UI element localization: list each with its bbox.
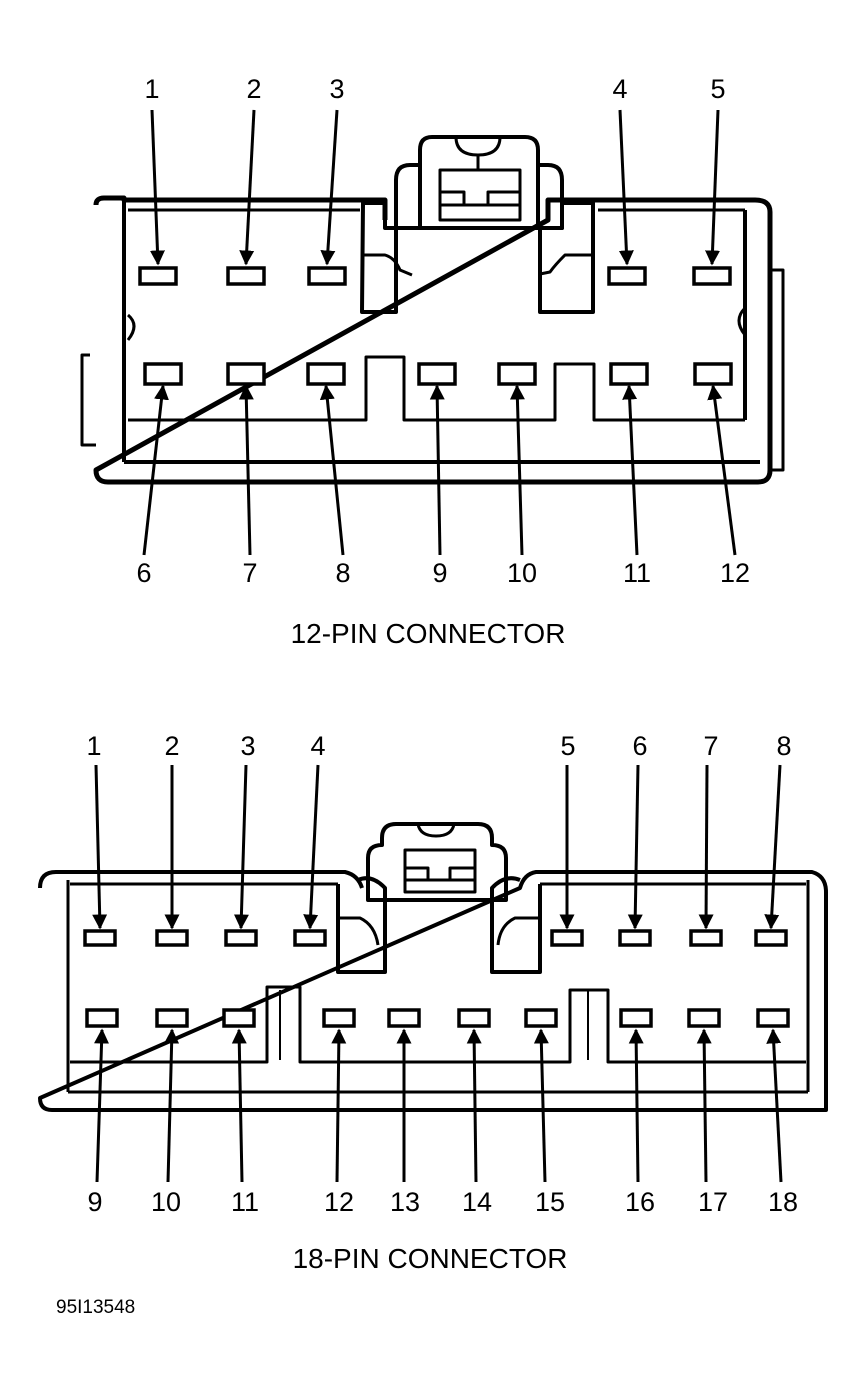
pin-terminal	[618, 929, 652, 947]
pin-label: 2	[164, 731, 179, 761]
leader-arrow	[466, 1028, 482, 1183]
leader-arrow	[319, 384, 345, 556]
leader-arrow	[707, 384, 737, 556]
pin-label: 16	[625, 1187, 655, 1217]
pin-terminal	[609, 362, 649, 386]
pin-label: 9	[87, 1187, 102, 1217]
pin-terminal	[607, 266, 647, 286]
leader-arrow	[509, 384, 525, 556]
pin-label: 10	[507, 558, 537, 588]
pin-label: 1	[144, 74, 159, 104]
pin-label: 8	[335, 558, 350, 588]
pin-label: 14	[462, 1187, 492, 1217]
leader-arrow	[698, 764, 714, 930]
pin-label: 4	[310, 731, 325, 761]
figure-code: 95I13548	[56, 1297, 135, 1318]
connector-title: 12-PIN CONNECTOR	[291, 618, 566, 649]
pin-terminal	[222, 1008, 256, 1028]
pin-label: 4	[612, 74, 627, 104]
leader-arrow	[94, 1028, 110, 1183]
pin-terminal	[756, 1008, 790, 1028]
pin-terminal	[307, 266, 347, 286]
pin-label: 5	[710, 74, 725, 104]
leader-arrow	[764, 764, 782, 930]
leader-arrow	[429, 384, 445, 556]
pin-label: 10	[151, 1187, 181, 1217]
leader-arrow	[622, 384, 639, 556]
pin-label: 8	[776, 731, 791, 761]
pin-terminal	[550, 929, 584, 947]
pin-label: 6	[136, 558, 151, 588]
pin-label: 6	[632, 731, 647, 761]
leader-arrow	[628, 1028, 644, 1183]
pin-terminal	[155, 929, 189, 947]
connector-12-pin: 1 2 3 4 5 6 7 8 9 10 11 12 12-PIN CONNEC…	[80, 74, 785, 649]
pin-terminal	[83, 929, 117, 947]
pin-terminal	[687, 1008, 721, 1028]
pin-label: 7	[703, 731, 718, 761]
pin-terminal	[322, 1008, 356, 1028]
pin-label: 17	[698, 1187, 728, 1217]
pin-terminal	[692, 266, 732, 286]
pin-label: 13	[390, 1187, 420, 1217]
pin-label: 11	[623, 558, 651, 588]
pin-label: 11	[231, 1187, 259, 1217]
pin-label: 5	[560, 731, 575, 761]
leader-arrow	[618, 109, 634, 266]
pin-label: 2	[246, 74, 261, 104]
leader-arrow	[92, 764, 108, 930]
leader-arrow	[320, 109, 339, 266]
connector-12-housing	[80, 135, 785, 485]
pin-label: 3	[240, 731, 255, 761]
pin-terminal	[754, 929, 788, 947]
pin-terminal	[226, 362, 266, 386]
pin-terminal	[85, 1008, 119, 1028]
leader-arrow	[233, 764, 249, 930]
pin-terminal	[619, 1008, 653, 1028]
connector-18-housing	[38, 822, 828, 1112]
pin-terminal	[293, 929, 327, 947]
leader-arrow	[238, 384, 254, 556]
pin-terminal	[417, 362, 457, 386]
pin-terminal	[387, 1008, 421, 1028]
leader-arrow	[303, 764, 320, 930]
pin-label: 18	[768, 1187, 798, 1217]
pin-terminal	[155, 1008, 189, 1028]
pin-label: 1	[86, 731, 101, 761]
pin-terminal	[143, 362, 183, 386]
pin-label: 12	[324, 1187, 354, 1217]
pin-terminal	[457, 1008, 491, 1028]
pin-label: 15	[535, 1187, 565, 1217]
connector-title: 18-PIN CONNECTOR	[293, 1243, 568, 1274]
pin-terminal	[497, 362, 537, 386]
pin-terminal	[693, 362, 733, 386]
pin-terminal	[689, 929, 723, 947]
connector-18-pin: 1 2 3 4 5 6 7 8 9 10 11 12 13 14 15 16 1…	[38, 731, 828, 1274]
leader-arrow	[239, 109, 256, 266]
leader-arrow	[164, 1028, 180, 1183]
leader-arrow	[142, 384, 169, 556]
pin-terminal	[306, 362, 346, 386]
leader-arrow	[705, 109, 721, 266]
leader-arrow	[231, 1028, 247, 1183]
pin-terminal	[224, 929, 258, 947]
leader-arrow	[149, 109, 165, 266]
pin-label: 3	[329, 74, 344, 104]
pin-terminal	[226, 266, 266, 286]
leader-arrow	[627, 764, 643, 930]
leader-arrow	[766, 1028, 783, 1183]
leader-arrow	[533, 1028, 549, 1183]
pin-label: 7	[242, 558, 257, 588]
leader-arrow	[696, 1028, 712, 1183]
pin-terminal	[524, 1008, 558, 1028]
pin-label: 9	[432, 558, 447, 588]
leader-arrow	[331, 1028, 347, 1183]
pin-terminal	[138, 266, 178, 286]
pin-label: 12	[720, 558, 750, 588]
